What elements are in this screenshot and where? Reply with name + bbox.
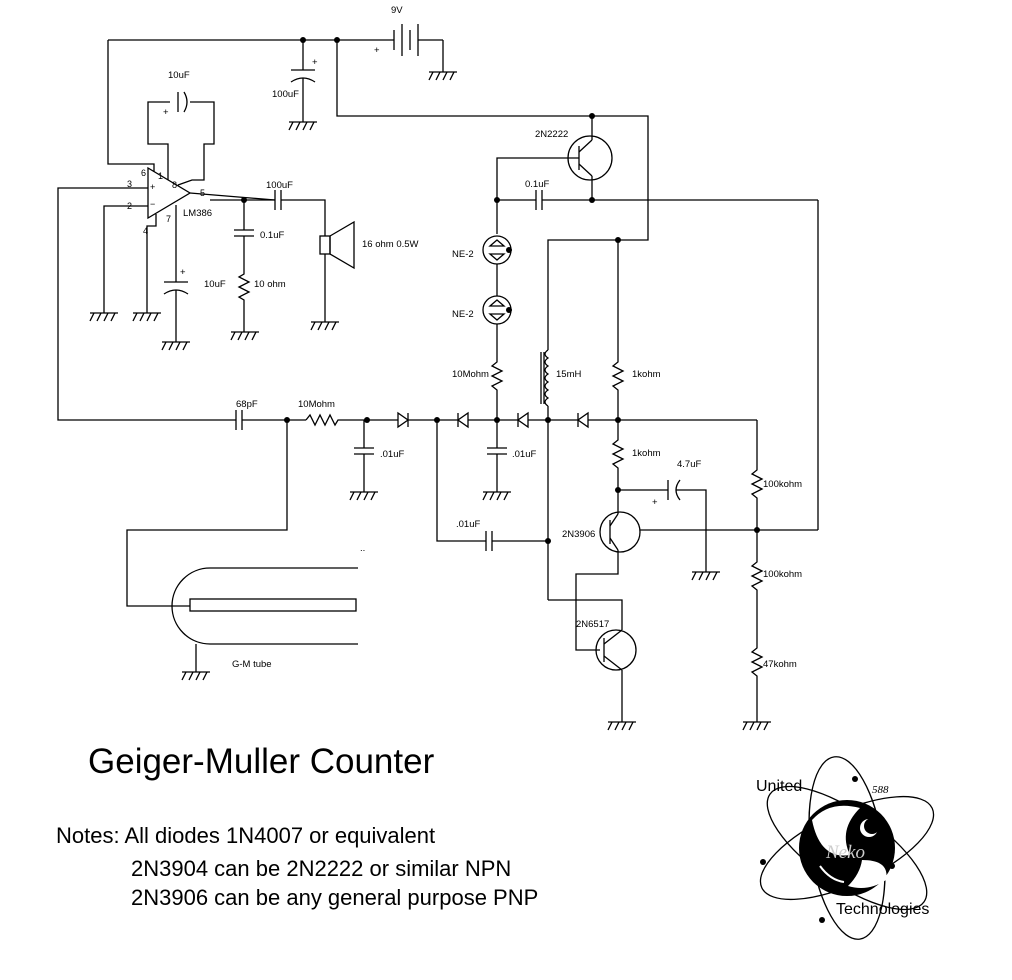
svg-text:+: + <box>374 45 380 56</box>
svg-text:4: 4 <box>143 226 148 236</box>
tube-label: G-M tube <box>232 659 272 670</box>
note-line-3: 2N3906 can be any general purpose PNP <box>131 885 539 910</box>
lm386-amplifier: + − LM386 3 2 4 6 1 8 5 7 + 10uF + 10uF <box>57 40 236 421</box>
res-1k-a: 1kohm <box>611 240 661 420</box>
svg-text:+: + <box>312 57 318 68</box>
res-10mohm-a: 10Mohm <box>452 358 504 420</box>
logo-top-text: United <box>756 778 802 795</box>
speaker-label: 16 ohm 0.5W <box>362 239 419 250</box>
battery-9v: + 9V <box>108 5 444 72</box>
res100k-a-label: 100kohm <box>763 479 802 490</box>
logo-bottom-text: Technologies <box>836 901 929 918</box>
oscillator-capacitor: 0.1uF <box>494 179 818 210</box>
svg-text:5: 5 <box>200 188 205 198</box>
supply-capacitor: + 100uF <box>272 37 340 122</box>
svg-text:+: + <box>180 267 186 278</box>
zobel-res-label: 10 ohm <box>254 279 286 290</box>
diagram-title: Geiger-Muller Counter <box>88 742 435 781</box>
neon-lamp-2: NE-2 <box>452 295 512 358</box>
neon1-label: NE-2 <box>452 249 474 260</box>
res10m-b-label: 10Mohm <box>298 399 335 410</box>
logo-center-text: Neko <box>825 842 865 863</box>
pnp-label: 2N3906 <box>562 529 595 540</box>
gm-tube: .. G-M tube <box>126 420 365 672</box>
npn-label: 2N2222 <box>535 129 568 140</box>
zobel-cap-label: 0.1uF <box>260 230 284 241</box>
svg-text:..: .. <box>360 543 365 554</box>
res1k-b-label: 1kohm <box>632 448 661 459</box>
inductor-label: 15mH <box>556 369 581 380</box>
united-technologies-logo: Neko 588 United Technologies <box>756 756 935 940</box>
note-line-2: 2N3904 can be 2N2222 or similar NPN <box>131 856 512 881</box>
gain-cap-label: 10uF <box>168 70 190 81</box>
res1k-a-label: 1kohm <box>632 369 661 380</box>
inductor-15mh: 15mH <box>540 349 581 600</box>
logo-small-text: 588 <box>872 784 889 796</box>
svg-text:+: + <box>150 182 155 192</box>
svg-text:7: 7 <box>166 214 171 224</box>
svg-text:3: 3 <box>127 179 132 189</box>
cap47-label: 4.7uF <box>677 459 701 470</box>
svg-text:+: + <box>163 107 169 118</box>
note-line-1: Notes: All diodes 1N4007 or equivalent <box>56 823 436 848</box>
bypass-cap-label: 10uF <box>204 279 226 290</box>
svg-text:−: − <box>150 199 155 209</box>
ground-symbols <box>89 71 772 731</box>
svg-text:1: 1 <box>158 171 163 181</box>
voltage-divider: 100kohm 100kohm 47kohm <box>750 420 802 722</box>
cap01-c-label: .01uF <box>456 519 480 530</box>
res-1k-b: 1kohm <box>611 417 661 493</box>
transistor-2n6517: 2N6517 <box>548 599 637 722</box>
res47k-label: 47kohm <box>763 659 797 670</box>
cap68-label: 68pF <box>236 399 258 410</box>
res10m-a-label: 10Mohm <box>452 369 489 380</box>
npn-transistor-2n2222: 2N2222 <box>496 116 613 234</box>
neon-lamp-1: NE-2 <box>452 235 512 296</box>
cap01-b-label: .01uF <box>512 449 536 460</box>
svg-text:+: + <box>652 497 658 508</box>
neon2-label: NE-2 <box>452 309 474 320</box>
res100k-b-label: 100kohm <box>763 569 802 580</box>
battery-label: 9V <box>391 5 403 16</box>
pnp-transistor-2n3906: 2N3906 <box>562 490 818 651</box>
hv-multiplier: 68pF 10Mohm .01uF .01uF <box>235 399 757 551</box>
output-cap-label: 100uF <box>266 180 293 191</box>
svg-text:6: 6 <box>141 168 146 178</box>
osc-cap-label: 0.1uF <box>525 179 549 190</box>
cap-4-7uf: + 4.7uF <box>618 459 707 572</box>
svg-text:8: 8 <box>172 180 177 190</box>
output-network: 100uF 0.1uF 10 ohm 16 ohm 0.5W <box>189 180 419 332</box>
amp-label: LM386 <box>183 208 212 219</box>
cap01-a-label: .01uF <box>380 449 404 460</box>
hv-transistor-label: 2N6517 <box>576 619 609 630</box>
supply-cap-label: 100uF <box>272 89 299 100</box>
